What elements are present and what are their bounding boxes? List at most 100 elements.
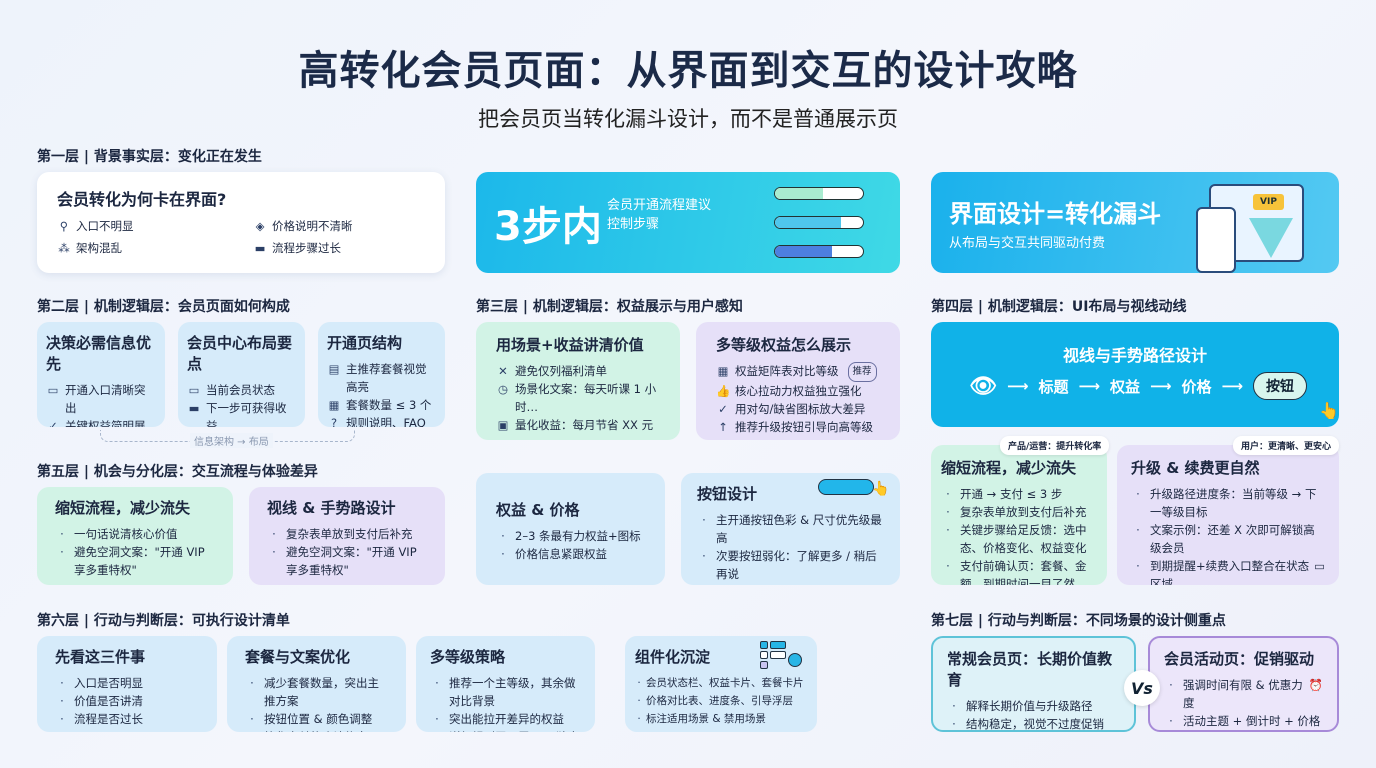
list-item-text: 场景化文案：每天听课 1 小时… xyxy=(515,382,657,414)
list-item: ·简化支付的确认信息 xyxy=(245,728,388,732)
list-item-text: 避免空洞文案："开通 VIP 享多重特权" xyxy=(74,545,205,577)
progress-icon: ▬ xyxy=(188,401,200,415)
tier-benefits-card: 多等级权益怎么展示▦权益矩阵表对比等级推荐👍核心拉动力权益独立强化✓用对勾/缺省… xyxy=(696,322,900,440)
check-circle-icon: ✓ xyxy=(718,402,728,416)
button-icon: ▭ xyxy=(47,383,59,397)
arrow-up-icon: ↑ xyxy=(718,420,728,434)
decision-info-card: 决策必需信息优先▭开通入口清晰突出✓关键权益简明展示◈价格 & 套餐对比 xyxy=(37,322,165,427)
arrow-icon: ⟶ xyxy=(1006,377,1029,395)
list-item-text: 套餐数量 ≤ 3 个 xyxy=(346,398,432,412)
bullet-icon: · xyxy=(250,712,254,726)
card-title: 多等级权益怎么展示 xyxy=(716,336,852,354)
list-item-text: 自动续费规则放按钮下灰色小字说明 xyxy=(716,583,884,585)
list-item: ·价格信息紧跟权益 xyxy=(496,545,645,563)
components-grid-icon xyxy=(760,641,802,669)
list-item: ·解释长期价值与升级路径 xyxy=(947,697,1120,715)
card-title: 多等级策略 xyxy=(430,648,506,666)
list-item: ·突出能拉开差异的权益 xyxy=(430,710,581,728)
bullet-icon: · xyxy=(637,677,641,689)
bullet-icon: · xyxy=(946,487,950,501)
bullet-icon: · xyxy=(1136,559,1140,573)
list-item-text: 流程是否过长 xyxy=(74,712,143,726)
button-design-card: 按钮设计·主开通按钮色彩 & 尺寸优先级最高·次要按钮弱化：了解更多 / 稍后再… xyxy=(681,473,900,585)
list-item: ·避免空洞文案："开通 VIP 享多重特权" xyxy=(55,543,215,579)
problem-item: 流程步骤过长 xyxy=(272,241,341,255)
layer2-heading: 第二层 | 机制逻辑层：会员页面如何构成 xyxy=(37,299,290,315)
gaze-path-flow: 👁 ⟶ 标题 ⟶ 权益 ⟶ 价格 ⟶ 按钮 xyxy=(969,372,1308,400)
layer7-heading: 第七层 | 行动与判断层：不同场景的设计侧重点 xyxy=(931,613,1226,629)
vs-badge: Vs xyxy=(1124,670,1160,706)
list-item: ·一句话说清核心价值 xyxy=(55,525,215,543)
list-item-text: 强调时间有限 & 优惠力度 xyxy=(1183,678,1303,710)
list-item-text: 次要按钮弱化：了解更多 / 稍后再说 xyxy=(716,549,877,581)
list-item: ▤主推荐套餐视觉高亮 xyxy=(327,360,436,396)
question-icon: ? xyxy=(330,416,338,427)
card-title: 缩短流程，减少流失 xyxy=(941,459,1077,477)
list-item: ▦ 套餐数量 ≤ 3 个 xyxy=(327,396,436,414)
banner-caption-line: 控制步骤 xyxy=(607,217,660,232)
campaign-member-page-card: 会员活动页：促销驱动·强调时间有限 & 优惠力度⏰·活动主题 + 倒计时 + 价… xyxy=(1148,636,1339,732)
list-item-text: 按钮位置 & 颜色调整 xyxy=(264,712,373,726)
banner-caption: 会员开通流程建议控制步骤 xyxy=(607,196,711,234)
price-tag-icon: ◈ xyxy=(255,219,265,233)
list-item-text: 当前会员状态 xyxy=(206,383,275,397)
list-item-text: 支付前确认页：套餐、金额、到期时间一目了然 xyxy=(960,559,1087,585)
list-item-text: 结构稳定，视觉不过度促销 xyxy=(966,717,1104,731)
bullet-icon: · xyxy=(946,505,950,519)
list-item: ▬下一步可获得收益 xyxy=(187,399,296,427)
three-steps-banner: 3步内 会员开通流程建议控制步骤 xyxy=(476,172,900,273)
bullet-icon: · xyxy=(1169,714,1173,728)
list-item: ? 规则说明、FAQ 置于次级 xyxy=(327,414,436,427)
list-item-text: 主开通按钮色彩 & 尺寸优先级最高 xyxy=(716,513,882,545)
hand-pointer-icon: 👆 xyxy=(872,481,890,497)
toggle-icon: ▭ xyxy=(188,383,200,397)
list-item-text: 主推荐套餐视觉高亮 xyxy=(346,362,427,394)
list-item: ·详细规则置于展开区/独立页 xyxy=(430,728,581,732)
list-item: ·复杂表单放到支付后补充 xyxy=(267,525,427,543)
list-item-text: 关键步骤给足反馈：选中态、价格变化、权益变化 xyxy=(960,523,1087,555)
bullet-icon: · xyxy=(60,712,64,726)
arrow-icon: ⟶ xyxy=(1221,377,1244,395)
clock-icon: ◷ xyxy=(497,382,509,396)
layer4-heading: 第四层 | 机制逻辑层：UI布局与视线动线 xyxy=(931,299,1187,315)
card-title: 会员中心布局要点 xyxy=(187,334,293,373)
list-item: 👍核心拉动力权益独立强化 xyxy=(716,382,880,400)
package-copy-card: 套餐与文案优化·减少套餐数量，突出主推方案·按钮位置 & 颜色调整·简化支付的确… xyxy=(227,636,406,732)
list-item-text: 突出能拉开差异的权益 xyxy=(449,712,564,726)
banner-big-text: 界面设计=转化漏斗 xyxy=(949,200,1162,228)
regular-member-page-card: 常规会员页：长期价值教育·解释长期价值与升级路径·结构稳定，视觉不过度促销·按钮… xyxy=(931,636,1136,732)
grid-icon: ▦ xyxy=(328,398,340,412)
banner-big-text: 3步内 xyxy=(494,204,602,250)
list-item: ·开通 → 支付 ≤ 3 步 xyxy=(941,485,1097,503)
upgrade-renew-card: 升级 & 续费更自然·升级路径进度条：当前等级 → 下一等级目标·文案示例：还差… xyxy=(1117,445,1339,585)
list-item-text: 到期提醒+续费入口整合在状态区域 xyxy=(1150,559,1310,585)
card-title: 用场景+收益讲清价值 xyxy=(496,336,644,354)
list-item-text: 解释长期价值与升级路径 xyxy=(966,699,1093,713)
audience-tag: 产品/运营：提升转化率 xyxy=(1000,436,1110,455)
list-item: ·主开通按钮色彩 & 尺寸优先级最高 xyxy=(697,511,884,547)
bullet-icon: · xyxy=(637,713,641,725)
list-item: ·复杂表单放到支付后补充 xyxy=(941,503,1097,521)
bullet-icon: · xyxy=(60,527,64,541)
list-item: ·文案示例：还差 X 次即可解锁高级会员 xyxy=(1131,521,1325,557)
list-item-text: 减少套餐数量，突出主推方案 xyxy=(264,676,379,708)
phone-illustration xyxy=(1196,207,1236,273)
list-item: ·入口是否明显 xyxy=(55,674,199,692)
why-conversion-stuck-card: 会员转化为何卡在界面? ⚲入口不明显 ◈价格说明不清晰 ⁂架构混乱 ▬流程步骤过… xyxy=(37,172,445,273)
problem-item: 入口不明显 xyxy=(76,219,134,233)
list-item: ▣量化收益：每月节省 XX 元 xyxy=(496,416,660,434)
funnel-banner: 界面设计=转化漏斗 从布局与交互共同驱动付费 VIP xyxy=(931,172,1339,273)
bullet-icon: · xyxy=(1136,523,1140,537)
list-item: ✕避免仅列福利清单 xyxy=(496,362,660,380)
list-item: · 流程是否过长 xyxy=(55,710,199,728)
list-item-text: 规则说明、FAQ 置于次级 xyxy=(346,416,426,427)
list-item: ↑推荐升级按钮引导向高等级 xyxy=(716,418,880,436)
wallet-icon: ▣ xyxy=(497,418,509,432)
tier-strategy-card: 多等级策略·推荐一个主等级，其余做对比背景·突出能拉开差异的权益·详细规则置于展… xyxy=(416,636,595,732)
list-item: ·价格对比表、进度条、引导浮层 xyxy=(635,692,809,710)
bullet-icon: · xyxy=(946,559,950,573)
list-item: ·次要按钮弱化：了解更多 / 稍后再说 xyxy=(697,547,884,583)
banner-subtext: 从布局与交互共同驱动付费 xyxy=(949,236,1106,251)
list-item: ·结构稳定，视觉不过度促销 xyxy=(947,715,1120,731)
list-item-text: 简化支付的确认信息 xyxy=(264,728,368,732)
